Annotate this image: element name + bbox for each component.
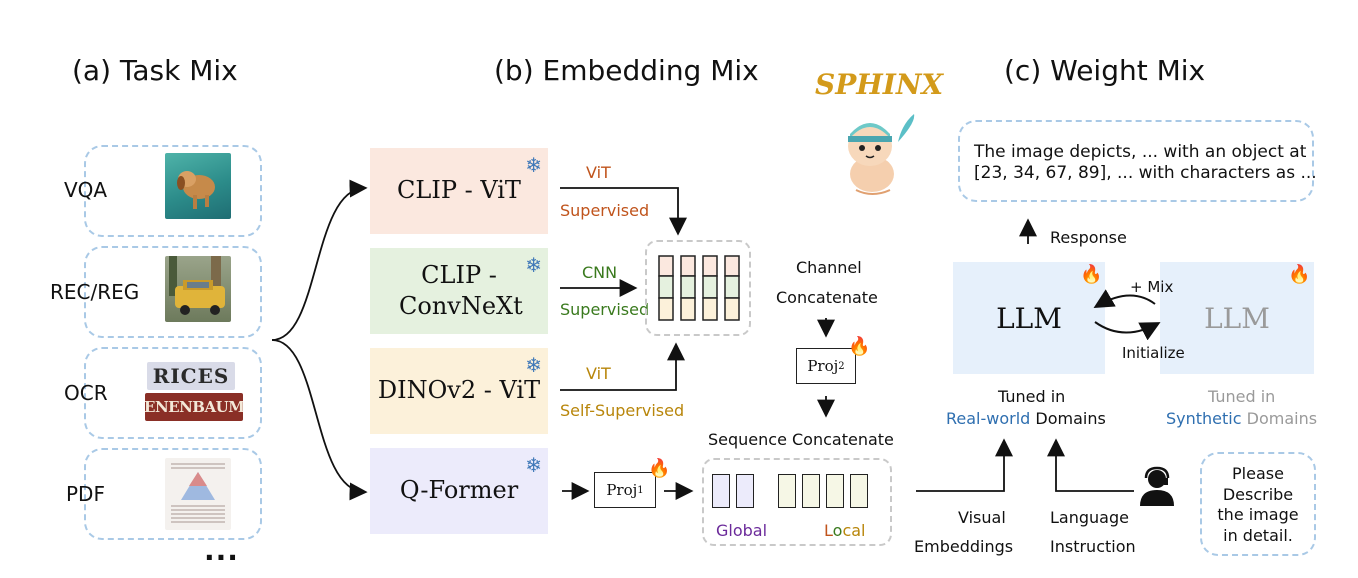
snowflake-icon: ❄ xyxy=(525,253,542,277)
initialize-label: Initialize xyxy=(1122,344,1185,362)
sphinx-mascot-image xyxy=(836,112,920,198)
channel-feature-box xyxy=(645,240,751,336)
channel-concat-line2: Concatenate xyxy=(776,288,878,307)
visual-embeddings-line1: Visual xyxy=(958,508,1006,527)
rec-car-image xyxy=(165,256,231,322)
visual-embeddings-line2: Embeddings xyxy=(914,537,1014,556)
task-box-pdf xyxy=(84,448,262,540)
task-box-ocr xyxy=(84,347,262,439)
channel-concat-line1: Channel xyxy=(796,258,862,277)
local-token xyxy=(850,474,868,508)
tag-supervised-2: Supervised xyxy=(560,300,650,319)
snowflake-icon: ❄ xyxy=(525,153,542,177)
snowflake-icon: ❄ xyxy=(525,453,542,477)
flame-icon: 🔥 xyxy=(1288,264,1311,285)
task-label-ocr: OCR xyxy=(64,381,108,405)
ocr-word-image-bottom: TENENBAUMS xyxy=(145,393,243,421)
output-text-line2: [23, 34, 67, 89], ... with characters as… xyxy=(974,163,1317,183)
task-label-pdf: PDF xyxy=(66,482,105,506)
encoder-clip-vit: CLIP - ViT ❄ xyxy=(370,148,548,234)
pdf-document-image xyxy=(165,458,231,530)
tuned-synth-line1: Tuned in xyxy=(1208,387,1276,406)
ocr-word-image-top: RICES xyxy=(147,362,235,390)
local-token xyxy=(802,474,820,508)
flame-icon: 🔥 xyxy=(648,458,671,479)
output-text-box xyxy=(958,120,1314,202)
encoder-dinov2-vit: DINOv2 - ViT ❄ xyxy=(370,348,548,434)
global-label: Global xyxy=(716,521,768,540)
llm-synthetic-block: LLM xyxy=(1160,262,1314,374)
user-prompt-box xyxy=(1200,452,1316,556)
vqa-dog-image xyxy=(165,153,231,219)
user-prompt-text: Please Describe the image in detail. xyxy=(1217,464,1299,545)
sequence-feature-box xyxy=(702,458,892,546)
tuned-real-line1: Tuned in xyxy=(998,387,1066,406)
tag-self-supervised: Self-Supervised xyxy=(560,401,685,420)
user-headset-icon xyxy=(1138,466,1176,506)
global-token xyxy=(712,474,730,508)
section-title-task-mix: (a) Task Mix xyxy=(72,54,238,87)
snowflake-icon: ❄ xyxy=(525,353,542,377)
flame-icon: 🔥 xyxy=(1080,264,1103,285)
encoder-q-former: Q-Former ❄ xyxy=(370,448,548,534)
mix-initialize-arrows xyxy=(1093,289,1161,341)
tag-supervised-1: Supervised xyxy=(560,201,650,220)
tuned-real-line2: Real-world Domains xyxy=(946,409,1106,428)
language-instruction-line2: Instruction xyxy=(1050,537,1136,556)
section-title-weight-mix: (c) Weight Mix xyxy=(1004,54,1206,87)
global-token xyxy=(736,474,754,508)
local-token xyxy=(778,474,796,508)
output-text-line1: The image depicts, ... with an object at xyxy=(974,142,1307,162)
language-instruction-line1: Language xyxy=(1050,508,1129,527)
tag-vit-1: ViT xyxy=(586,163,611,182)
task-label-vqa: VQA xyxy=(64,178,108,202)
sphinx-logo-text: SPHINX xyxy=(815,68,944,101)
task-box-rec-reg xyxy=(84,246,262,338)
tag-cnn: CNN xyxy=(582,263,618,282)
sequence-concat-label: Sequence Concatenate xyxy=(708,430,894,449)
tuned-synth-line2: Synthetic Domains xyxy=(1166,409,1318,428)
encoder-clip-convnext: CLIP - ConvNeXt ❄ xyxy=(370,248,548,334)
more-tasks-ellipsis: ... xyxy=(204,534,239,567)
task-label-rec-reg: REC/REG xyxy=(50,280,140,304)
channel-feature-tokens xyxy=(658,255,740,321)
flame-icon: 🔥 xyxy=(848,336,871,357)
mix-label: + Mix xyxy=(1130,278,1174,296)
local-label: Local xyxy=(824,521,866,540)
llm-real-world-block: LLM xyxy=(953,262,1105,374)
tag-vit-2: ViT xyxy=(586,364,611,383)
section-title-embedding-mix: (b) Embedding Mix xyxy=(494,54,759,87)
response-label: Response xyxy=(1050,228,1127,247)
local-token xyxy=(826,474,844,508)
task-box-vqa xyxy=(84,145,262,237)
